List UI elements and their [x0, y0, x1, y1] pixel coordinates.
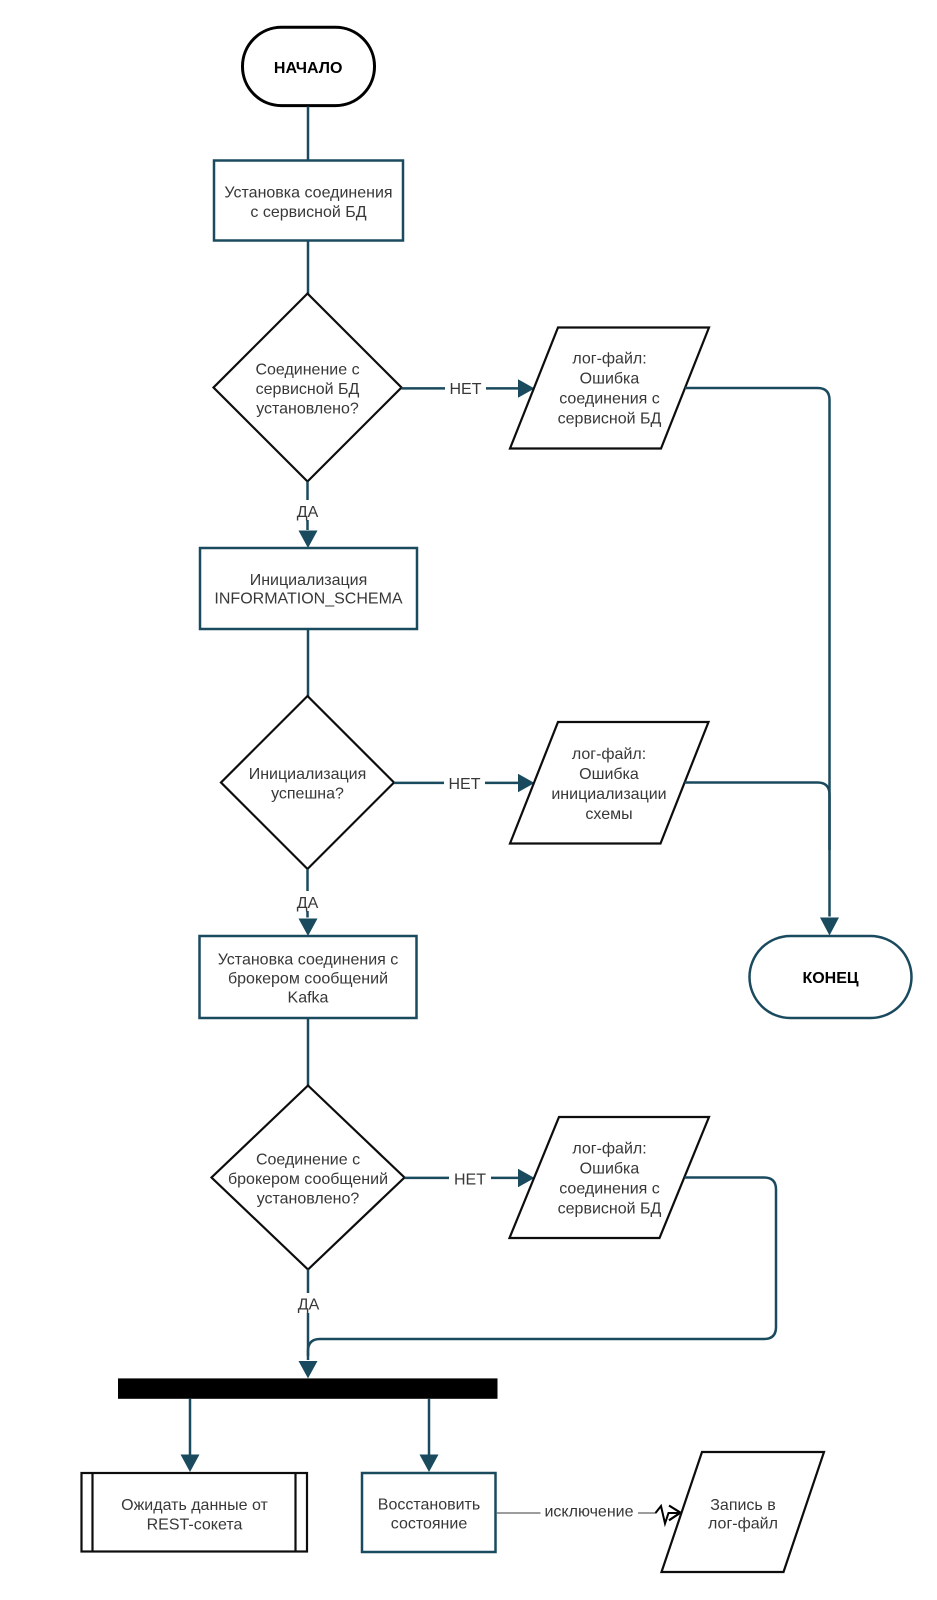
- svg-text:лог-файл:: лог-файл:: [572, 1141, 646, 1158]
- svg-text:лог-файл:: лог-файл:: [572, 746, 646, 763]
- svg-text:Соединение с: Соединение с: [256, 1152, 360, 1169]
- svg-text:НЕТ: НЕТ: [449, 776, 481, 793]
- svg-text:сервисной БД: сервисной БД: [558, 411, 662, 428]
- svg-text:ДА: ДА: [297, 895, 319, 912]
- svg-text:Соединение с: Соединение с: [255, 362, 359, 379]
- svg-text:Kafka: Kafka: [288, 990, 329, 1007]
- svg-text:соединения с: соединения с: [559, 1181, 660, 1198]
- svg-text:брокером сообщений: брокером сообщений: [228, 971, 388, 988]
- svg-text:с сервисной БД: с сервисной БД: [250, 204, 366, 221]
- svg-text:исключение: исключение: [544, 1504, 633, 1521]
- svg-text:лог-файл: лог-файл: [708, 1515, 778, 1532]
- svg-text:Ошибка: Ошибка: [579, 766, 639, 783]
- svg-text:Инициализация: Инициализация: [250, 572, 368, 589]
- svg-text:Ожидать данные от: Ожидать данные от: [121, 1497, 268, 1514]
- svg-text:ДА: ДА: [297, 504, 319, 521]
- svg-text:Запись в: Запись в: [710, 1497, 775, 1514]
- svg-text:соединения с: соединения с: [559, 391, 660, 408]
- svg-text:НАЧАЛО: НАЧАЛО: [274, 60, 343, 77]
- svg-text:Ошибка: Ошибка: [580, 1161, 640, 1178]
- svg-text:успешна?: успешна?: [271, 785, 344, 802]
- svg-text:Восстановить: Восстановить: [378, 1497, 480, 1514]
- svg-text:сервисной БД: сервисной БД: [256, 381, 360, 398]
- svg-text:НЕТ: НЕТ: [450, 381, 482, 398]
- svg-text:INFORMATION_SCHEMA: INFORMATION_SCHEMA: [214, 591, 402, 608]
- svg-text:REST-сокета: REST-сокета: [147, 1517, 243, 1534]
- svg-text:Установка соединения: Установка соединения: [224, 185, 392, 202]
- svg-text:брокером сообщений: брокером сообщений: [228, 1171, 388, 1188]
- svg-text:установлено?: установлено?: [256, 401, 359, 418]
- svg-text:НЕТ: НЕТ: [454, 1171, 486, 1188]
- svg-text:схемы: схемы: [585, 806, 632, 823]
- svg-text:лог-файл:: лог-файл:: [572, 351, 646, 368]
- svg-text:Инициализация: Инициализация: [249, 766, 367, 783]
- svg-text:ДА: ДА: [298, 1296, 320, 1313]
- svg-text:сервисной БД: сервисной БД: [558, 1201, 662, 1218]
- svg-text:состояние: состояние: [391, 1515, 468, 1532]
- svg-text:инициализации: инициализации: [551, 786, 666, 803]
- svg-text:Установка соединения с: Установка соединения с: [218, 952, 399, 969]
- svg-text:Ошибка: Ошибка: [580, 371, 640, 388]
- svg-text:КОНЕЦ: КОНЕЦ: [802, 970, 858, 987]
- svg-text:установлено?: установлено?: [257, 1191, 360, 1208]
